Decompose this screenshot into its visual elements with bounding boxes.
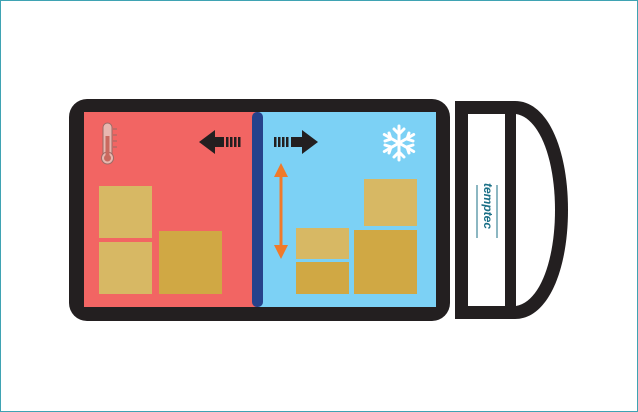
zone-divider: [252, 112, 263, 307]
cargo-box: [296, 228, 349, 259]
cargo-box: [159, 231, 222, 294]
cargo-box: [354, 230, 417, 294]
cargo-box: [99, 242, 152, 294]
cargo-box: [99, 186, 152, 238]
container-door: temptec: [455, 101, 568, 319]
cargo-box: [296, 262, 349, 294]
temptec-logo-text: temptec: [481, 183, 495, 229]
cargo-box: [364, 179, 417, 226]
